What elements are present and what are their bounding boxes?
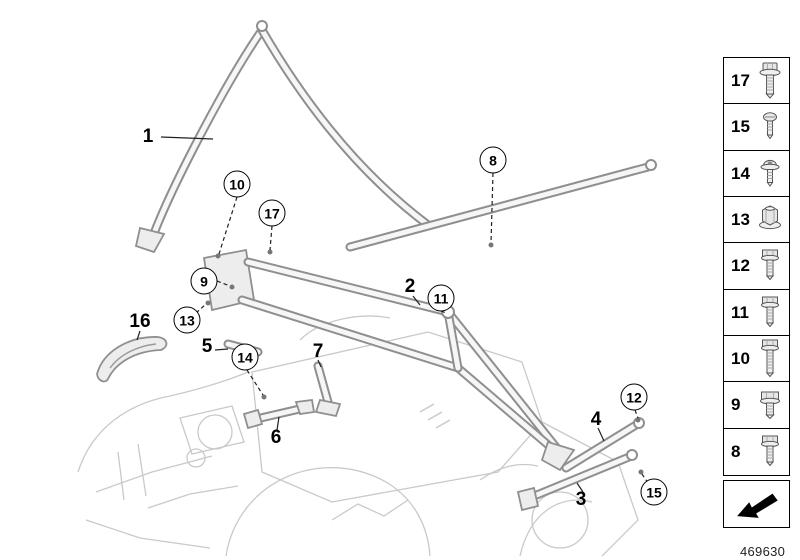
callout-4[interactable]: 4: [590, 409, 602, 430]
callout-10[interactable]: 10: [223, 170, 251, 198]
callout-11[interactable]: 11: [427, 284, 455, 312]
callout-8[interactable]: 8: [479, 146, 507, 174]
legend-item-14[interactable]: 14: [723, 149, 790, 198]
brace-art: [96, 20, 657, 512]
flange-nut-icon: [755, 199, 785, 241]
legend-item-number: 15: [731, 117, 750, 137]
callout-15[interactable]: 15: [640, 478, 668, 506]
legend-item-12[interactable]: 12: [723, 242, 790, 291]
hex-bolt-icon: [755, 245, 785, 287]
callout-17[interactable]: 17: [258, 199, 286, 227]
torx-screw-icon: [755, 153, 785, 195]
legend-item-number: 12: [731, 256, 750, 276]
callout-12[interactable]: 12: [620, 383, 648, 411]
legend-item-number: 9: [731, 395, 741, 415]
callout-13[interactable]: 13: [173, 306, 201, 334]
callout-6[interactable]: 6: [270, 427, 282, 448]
callout-1[interactable]: 1: [142, 126, 154, 147]
callout-9[interactable]: 9: [190, 267, 218, 295]
callout-14[interactable]: 14: [231, 343, 259, 371]
legend-item-15[interactable]: 15: [723, 103, 790, 152]
legend-item-11[interactable]: 11: [723, 288, 790, 337]
travel-direction-box: [723, 479, 790, 528]
hex-bolt-icon: [755, 431, 785, 473]
callout-16[interactable]: 16: [129, 311, 151, 332]
legend-item-8[interactable]: 8: [723, 427, 790, 476]
legend-item-number: 14: [731, 163, 750, 183]
legend-item-13[interactable]: 13: [723, 195, 790, 244]
travel-direction-arrow-icon: [732, 485, 782, 523]
body-structure-art: [77, 315, 639, 557]
legend-item-number: 10: [731, 348, 750, 368]
hex-bolt-short-icon: [755, 384, 785, 426]
callout-5[interactable]: 5: [201, 336, 213, 357]
callout-2[interactable]: 2: [404, 276, 416, 297]
legend-item-17[interactable]: 17: [723, 57, 790, 105]
legend-item-10[interactable]: 10: [723, 334, 790, 383]
legend-item-number: 17: [731, 71, 750, 90]
pan-head-screw-icon: [755, 106, 785, 148]
fastener-legend: 17 15 14 13 12 11 10 9: [723, 57, 790, 528]
flange-bolt-icon: [755, 60, 785, 102]
diagram-number: 469630: [740, 544, 786, 559]
hex-bolt-icon: [755, 292, 785, 334]
legend-item-9[interactable]: 9: [723, 381, 790, 430]
legend-item-number: 8: [731, 441, 741, 461]
legend-item-number: 13: [731, 209, 750, 229]
fastener-dots: [205, 242, 644, 475]
hex-bolt-long-icon: [755, 338, 785, 380]
callout-3[interactable]: 3: [575, 489, 587, 510]
callout-7[interactable]: 7: [312, 341, 324, 362]
legend-item-number: 11: [731, 302, 749, 322]
